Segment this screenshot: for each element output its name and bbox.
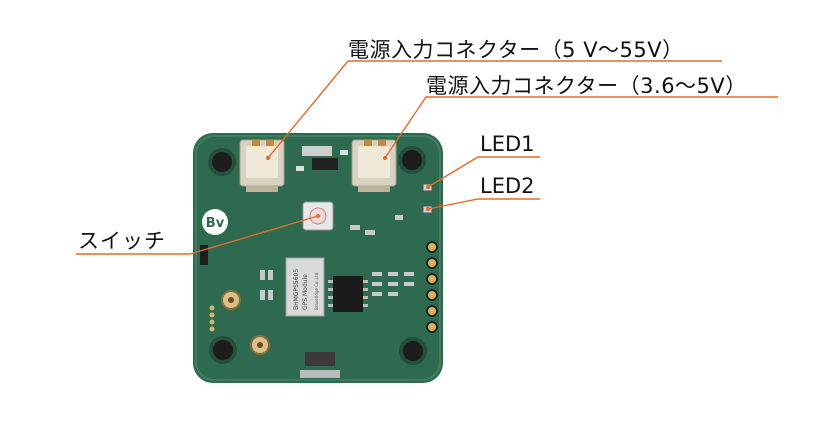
leader-line-5v-55v [267,60,722,159]
passive-components [200,215,414,378]
mounting-hole-br [399,337,427,365]
top-components [296,146,348,171]
leader-lines [76,60,778,255]
label-power-connector-5v-55v: 電源入力コネクター（5 V〜55V） [348,38,684,62]
label-switch: スイッチ [78,229,166,253]
power-connector-5v-55v [239,139,285,192]
module-text-1: BHMGPS5605 [293,269,300,310]
gps-module: BHMGPS5605 GPS Module Braveridge Co.,Ltd… [285,257,325,317]
label-power-connector-3-6v-5v: 電源入力コネクター（3.6〜5V） [426,74,747,98]
antenna-connectors [221,290,270,355]
leader-line-switch [76,215,319,255]
logo-text: Bv [206,216,225,231]
mounting-hole-tl [208,148,236,176]
label-led2: LED2 [480,174,535,198]
main-ic [328,276,368,312]
mounting-holes [208,146,427,365]
pcb-board-edge [195,135,441,381]
leader-line-3-6v-5v [384,96,778,159]
module-text-2: GPS Module [302,274,309,310]
leader-endpoints [266,156,430,218]
module-text-3: Braveridge Co.,Ltd. [314,271,319,310]
pin-holes-left [209,305,215,332]
mounting-hole-bl [209,336,237,364]
label-led1: LED1 [480,132,535,156]
power-connector-3-6v-5v [351,139,397,192]
mounting-hole-tr [398,146,426,174]
bv-logo: Bv [202,209,228,235]
leader-line-led2 [427,198,540,210]
leader-line-led1 [427,156,540,188]
right-pads [426,241,438,333]
